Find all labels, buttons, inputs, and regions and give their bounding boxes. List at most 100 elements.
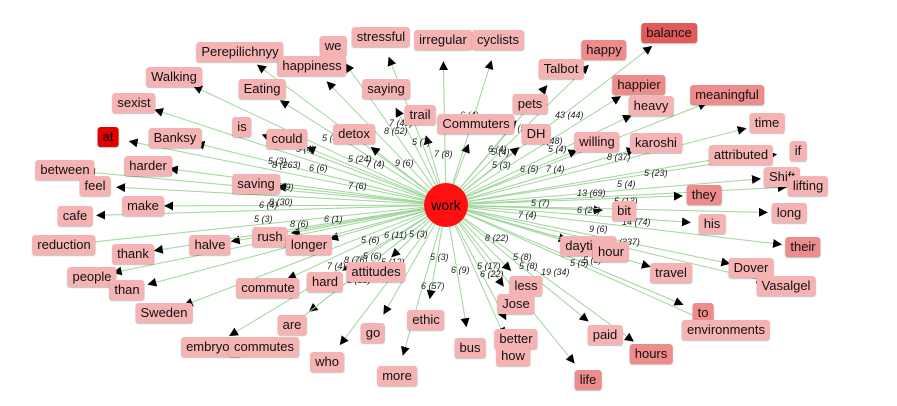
node-lifting[interactable]: lifting <box>787 176 829 196</box>
node-who[interactable]: who <box>310 352 344 372</box>
edge-weight-label: 7 (4) <box>327 261 346 271</box>
node-hard[interactable]: hard <box>306 272 344 292</box>
node-ethic[interactable]: ethic <box>407 310 445 330</box>
node-willing[interactable]: willing <box>574 132 620 152</box>
node-irregular[interactable]: irregular <box>414 30 472 50</box>
node-at[interactable]: at <box>97 127 119 147</box>
edge-weight-label: 14 (74) <box>622 217 651 227</box>
node-sweden[interactable]: Sweden <box>135 303 193 323</box>
node-hours[interactable]: hours <box>629 344 673 364</box>
edge-weight-label: 7 (4) <box>518 210 537 220</box>
edge-weight-label: 8 (76) <box>344 255 368 265</box>
node-meaningful[interactable]: meaningful <box>690 85 764 105</box>
node-thank[interactable]: thank <box>112 244 154 264</box>
node-we[interactable]: we <box>319 36 347 56</box>
node-pets[interactable]: pets <box>512 94 548 114</box>
node-between[interactable]: between <box>35 160 95 180</box>
edge-work-less <box>461 220 512 271</box>
node-bus[interactable]: bus <box>454 338 486 358</box>
node-dover[interactable]: Dover <box>728 258 774 278</box>
node-saying[interactable]: saying <box>362 79 410 99</box>
node-if[interactable]: if <box>789 141 807 161</box>
edge-work-at <box>128 138 425 202</box>
node-their[interactable]: their <box>785 237 821 257</box>
edge-work-dh <box>462 147 520 192</box>
node-happy[interactable]: happy <box>581 40 627 60</box>
node-detox[interactable]: detox <box>333 124 375 144</box>
edge-work-trail <box>424 135 441 185</box>
edge-work-go <box>383 223 436 315</box>
node-vasalgel[interactable]: Vasalgel <box>756 276 816 296</box>
node-are[interactable]: are <box>277 315 307 335</box>
edge-weight-label: 7 (4) <box>366 159 385 169</box>
node-banksy[interactable]: Banksy <box>148 128 202 148</box>
node-his[interactable]: his <box>698 214 726 234</box>
node-cyclists[interactable]: cyclists <box>472 30 524 50</box>
node-saving[interactable]: saving <box>232 174 280 194</box>
node-commutes[interactable]: commutes <box>229 337 299 357</box>
edge-work-we <box>345 63 434 188</box>
edge-work-balance <box>463 45 653 192</box>
node-harder[interactable]: harder <box>124 156 172 176</box>
node-than[interactable]: than <box>109 280 145 300</box>
node-people[interactable]: people <box>67 267 117 287</box>
node-life[interactable]: life <box>574 370 602 390</box>
node-reduction[interactable]: reduction <box>32 235 96 255</box>
node-dh[interactable]: DH <box>521 124 551 144</box>
node-cafe[interactable]: cafe <box>57 206 93 226</box>
node-karoshi[interactable]: karoshi <box>630 133 682 153</box>
node-happiness[interactable]: happiness <box>277 56 347 76</box>
node-environments[interactable]: environments <box>681 320 771 340</box>
node-make[interactable]: make <box>122 196 164 216</box>
node-time[interactable]: time <box>749 113 785 133</box>
node-go[interactable]: go <box>360 323 386 343</box>
node-bit[interactable]: bit <box>612 201 636 221</box>
edge-work-how <box>454 224 505 337</box>
node-balance[interactable]: balance <box>641 23 697 43</box>
node-trail[interactable]: trail <box>404 105 436 125</box>
node-they[interactable]: they <box>686 185 722 205</box>
node-travel[interactable]: travel <box>650 263 692 283</box>
node-heavy[interactable]: heavy <box>628 96 674 116</box>
node-walking[interactable]: Walking <box>146 67 202 87</box>
edge-weight-label: 5 (8) <box>519 261 538 271</box>
node-commuters[interactable]: Commuters <box>437 114 515 134</box>
node-halve[interactable]: halve <box>189 235 231 255</box>
node-better[interactable]: better <box>494 329 538 349</box>
edge-work-attributed <box>467 155 721 202</box>
node-how[interactable]: how <box>496 346 530 366</box>
node-happier[interactable]: happier <box>612 75 666 95</box>
edge-weight-label: 8 (22) <box>485 233 509 243</box>
node-longer[interactable]: longer <box>285 235 333 255</box>
node-sexist[interactable]: sexist <box>112 93 156 113</box>
node-hour[interactable]: hour <box>592 242 630 262</box>
node-stressful[interactable]: stressful <box>351 27 411 47</box>
node-talbot[interactable]: Talbot <box>538 59 584 79</box>
node-attitudes[interactable]: attitudes <box>346 262 406 282</box>
center-node-work[interactable]: work <box>424 183 468 227</box>
edge-weight-label: 6 (6) <box>309 163 328 173</box>
node-perepilichnyy[interactable]: Perepilichnyy <box>196 42 284 62</box>
edge-weight-label: 5 (6) <box>363 251 382 261</box>
edge-weight-label: 6 (26) <box>577 205 601 215</box>
node-could[interactable]: could <box>266 129 308 149</box>
edge-work-happiness <box>326 81 432 190</box>
edge-work-heavy <box>465 115 632 196</box>
node-eating[interactable]: Eating <box>238 79 286 99</box>
edge-work-willing <box>466 149 578 197</box>
node-is[interactable]: is <box>232 117 252 137</box>
node-paid[interactable]: paid <box>587 325 623 345</box>
node-jose[interactable]: Jose <box>497 294 535 314</box>
node-feel[interactable]: feel <box>79 176 111 196</box>
edge-work-lifting <box>467 183 787 205</box>
node-more[interactable]: more <box>377 366 417 386</box>
node-rush[interactable]: rush <box>252 227 288 247</box>
node-long[interactable]: long <box>771 203 807 223</box>
node-embryos[interactable]: embryos <box>181 337 241 357</box>
edge-work-sweden <box>183 212 426 307</box>
node-less[interactable]: less <box>509 276 543 296</box>
node-to[interactable]: to <box>692 303 714 323</box>
node-attributed[interactable]: attributed <box>708 145 774 165</box>
node-commute[interactable]: commute <box>236 278 300 298</box>
